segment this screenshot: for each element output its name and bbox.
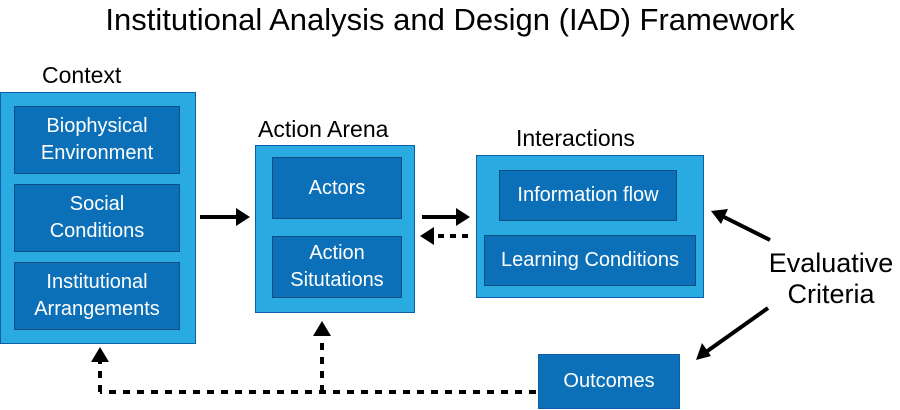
interactions-label: Interactions <box>516 125 635 151</box>
arrow-outcomes-feedback <box>91 321 536 394</box>
arrow-context-to-action-arena <box>200 208 250 226</box>
action-arena-item-actors: Actors <box>272 157 402 219</box>
context-label: Context <box>42 62 122 88</box>
diagram-title: Institutional Analysis and Design (IAD) … <box>105 2 795 37</box>
outcomes-box: Outcomes <box>538 354 680 409</box>
arrow-interactions-to-action-arena-feedback <box>420 227 468 245</box>
interactions-item-learning-conditions: Learning Conditions <box>484 235 696 286</box>
arrow-evaluative-to-interactions <box>711 209 771 242</box>
evaluative-criteria-label: Evaluative Criteria <box>768 248 894 309</box>
arrow-evaluative-to-outcomes <box>696 306 770 360</box>
arrow-action-arena-to-interactions <box>422 208 470 226</box>
interactions-item-information-flow: Information flow <box>499 170 677 221</box>
action-arena-label: Action Arena <box>258 116 389 142</box>
